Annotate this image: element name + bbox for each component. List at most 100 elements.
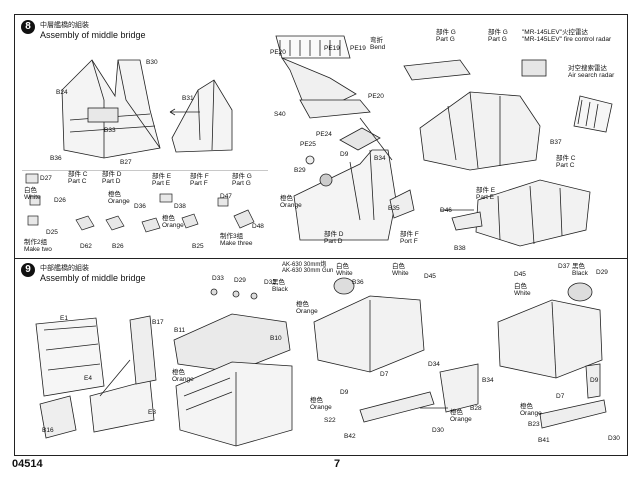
label-d32: D32 (264, 279, 276, 286)
orange9b-en: Orange (296, 307, 318, 315)
callout-bend-en: Bend (370, 43, 386, 51)
lg-white-cn: 白色 (24, 187, 37, 194)
legend-d27: D27 (40, 175, 52, 182)
subassembly-drawings (22, 170, 268, 233)
label-d7a: D7 (380, 371, 389, 378)
label-pe19b: PE19 (350, 45, 366, 52)
callout-orange-8: 橙色 Orange (280, 195, 302, 209)
legend-d48: D48 (252, 223, 264, 230)
label-d9a: D9 (340, 389, 349, 396)
orange9a-cn: 橙色 (172, 369, 185, 376)
lg-partg-en: Part G (232, 179, 251, 187)
parte-en: Part E (476, 193, 495, 201)
black1-en: Black (272, 285, 288, 293)
label-b34-9: B34 (482, 377, 494, 384)
label-b42: B42 (344, 433, 356, 440)
label-b35: B35 (388, 205, 400, 212)
lg-parte-en: Part E (152, 179, 171, 187)
label-b11: B11 (174, 327, 186, 334)
callout-part-g-2-cn: 部件 G (488, 29, 508, 36)
ak630-cn: AK-630 30mm炮 (282, 262, 327, 268)
lg-make2-en: Make two (24, 245, 52, 253)
orange9d-en: Orange (450, 415, 472, 423)
white9b-cn: 白色 (392, 263, 405, 270)
label-b17: B17 (152, 319, 164, 326)
lg-white-en: White (24, 193, 41, 201)
callout-part-g-2-en: Part G (488, 35, 507, 43)
label-d9: D9 (340, 151, 349, 158)
lg-orange1-en: Orange (108, 197, 130, 205)
label-b37: B37 (550, 139, 562, 146)
label-b38: B38 (454, 245, 466, 252)
parte-cn: 部件 E (476, 187, 496, 194)
black2-en: Black (572, 269, 588, 277)
label-d34: D34 (428, 361, 440, 368)
label-pe20b: PE20 (368, 93, 384, 100)
callout-part-c: 部件 C Part C (556, 155, 576, 169)
label-d7b: D7 (556, 393, 565, 400)
label-e3: E3 (148, 409, 156, 416)
lg-partg-cn: 部件 G (232, 173, 252, 180)
callout-part-d: 部件 D Part D (324, 231, 344, 245)
callout-part-e: 部件 E Part E (476, 187, 496, 201)
step8-title-cn: 中層艦橋的組裝 (40, 22, 89, 29)
callout-air-search-radar: 对空搜索雷达 Air search radar (568, 65, 615, 79)
label-b30: B30 (146, 59, 158, 66)
lg-partd-cn: 部件 D (102, 171, 122, 178)
label-b36-9: B36 (352, 279, 364, 286)
white9a-cn: 白色 (336, 263, 349, 270)
white9c-en: White (514, 289, 531, 297)
callout-bend: 弯折 Bend (370, 37, 386, 51)
label-b31: B31 (182, 95, 194, 102)
partf-cn: 部件 F (400, 231, 419, 238)
label-b16: B16 (42, 427, 54, 434)
label-d45: D45 (424, 273, 436, 280)
lg-partd-en: Part D (102, 177, 121, 185)
callout-fire-control-radar: "MR-145LEV"火控雷达 "MR-145LEV" fire control… (522, 29, 611, 43)
lg-orange2-cn: 橙色 (162, 215, 175, 222)
orange-en-8: Orange (280, 201, 302, 209)
partc-en: Part C (556, 161, 575, 169)
orange9d-cn: 橙色 (450, 409, 463, 416)
step8-title-en: Assembly of middle bridge (40, 30, 146, 40)
label-d29: D29 (234, 277, 246, 284)
label-b24: B24 (56, 89, 68, 96)
lg-make2-cn: 制作2组 (24, 239, 48, 246)
label-b27: B27 (120, 159, 132, 166)
ak630-en: AK-630 30mm Gun (282, 268, 334, 274)
label-d46: D46 (440, 207, 452, 214)
label-d9b: D9 (590, 377, 599, 384)
callout-orange-9a: 橙色 Orange (172, 369, 194, 383)
lg-make3-en: Make three (220, 239, 253, 247)
callout-orange-9e: 橙色 Orange (520, 403, 542, 417)
step8-number: 8 (21, 20, 35, 34)
lg-partc-cn: 部件 C (68, 171, 88, 178)
callout-part-g-1-en: Part G (436, 35, 455, 43)
black2-cn: 黑色 (572, 263, 585, 270)
callout-bend-cn: 弯折 (370, 37, 383, 44)
orange9c-cn: 橙色 (310, 397, 323, 404)
label-s40: S40 (274, 111, 286, 118)
lg-orange1-cn: 橙色 (108, 191, 121, 198)
label-e4: E4 (84, 375, 92, 382)
air-radar-en: Air search radar (568, 71, 615, 79)
partc-cn: 部件 C (556, 155, 576, 162)
callout-white-9c: 白色 White (514, 283, 531, 297)
page-number: 7 (334, 458, 341, 470)
callout-part-g-1: 部件 G Part G (436, 29, 456, 43)
orange9e-cn: 橙色 (520, 403, 533, 410)
legend-d62: D62 (80, 243, 92, 250)
legend-d36: D36 (134, 203, 146, 210)
label-b28: B28 (470, 405, 482, 412)
